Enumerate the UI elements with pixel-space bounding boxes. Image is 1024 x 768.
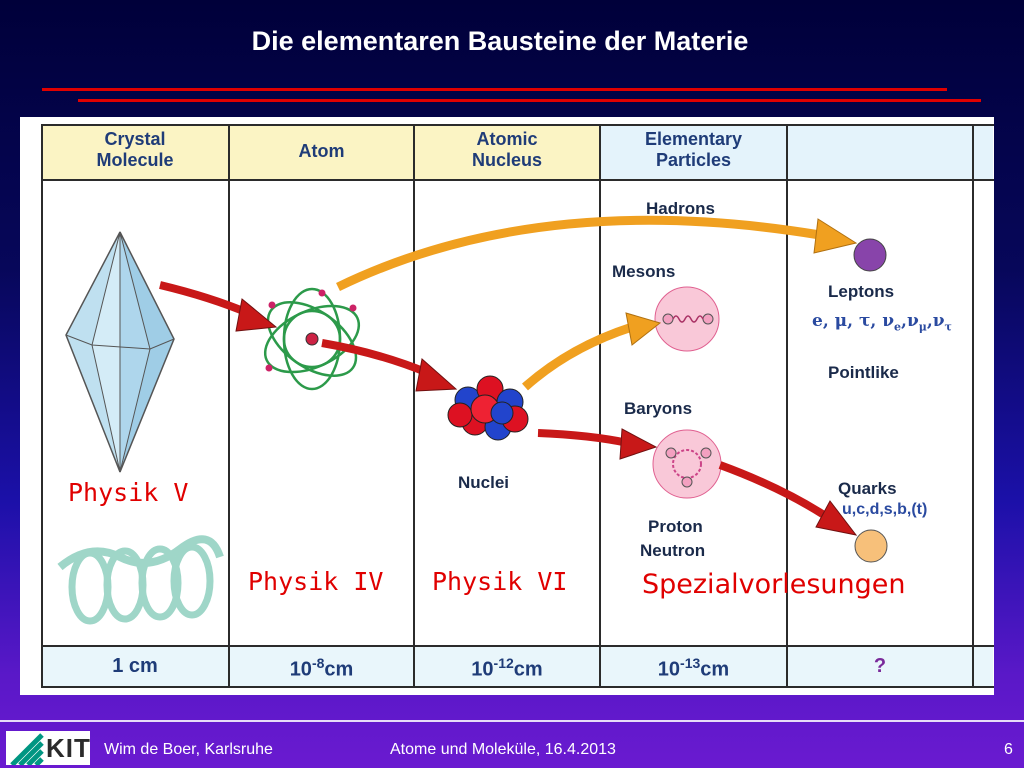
arrow-mesons <box>522 312 662 391</box>
header-atom: Atom <box>298 141 345 161</box>
grid-line <box>42 179 994 181</box>
meson-icon <box>654 286 720 352</box>
label-proton: Proton <box>648 517 703 536</box>
scale-nucleus: 10-12cm <box>471 655 543 681</box>
kit-logo-text: KIT <box>46 733 91 763</box>
label-leptons: Leptons <box>828 282 895 301</box>
grid-line <box>599 124 601 688</box>
grid-line <box>42 686 994 688</box>
kit-logo-mark-icon <box>10 733 44 765</box>
arrow-crystal-atom <box>159 281 278 332</box>
baryon-icon <box>652 429 722 499</box>
label-baryons: Baryons <box>624 399 693 418</box>
title-rule-bottom <box>78 99 981 102</box>
scale-row-background <box>42 647 993 687</box>
grid-line <box>228 124 230 688</box>
scale-elementary: 10-13cm <box>657 655 730 681</box>
scale-crystal: 1 cm <box>112 655 158 677</box>
label-hadrons: Hadrons <box>646 199 715 218</box>
crystal-icon <box>65 231 175 473</box>
grid-line <box>42 124 994 126</box>
label-nuclei: Nuclei <box>458 473 510 492</box>
label-mesons: Mesons <box>612 262 676 281</box>
label-pointlike: Pointlike <box>828 363 899 382</box>
footer-author: Wim de Boer, Karlsruhe <box>104 741 273 758</box>
arrow-hadrons <box>336 215 858 292</box>
quark-ball-icon <box>854 529 888 563</box>
label-physik-vi: Physik VI <box>432 567 568 596</box>
grid-line <box>972 124 974 688</box>
grid-line <box>786 124 788 688</box>
scale-atom: 10-8cm <box>289 655 354 681</box>
header-row-background-blue <box>600 125 993 180</box>
arrow-nucleus-baryons <box>537 428 658 460</box>
label-physik-v: Physik V <box>68 478 189 507</box>
arrow-baryons-quarks <box>718 461 858 536</box>
grid-line <box>413 124 415 688</box>
atom-icon <box>263 287 361 391</box>
helix-icon <box>57 535 224 625</box>
title-rule-top <box>42 88 947 91</box>
kit-logo: KIT <box>6 731 90 765</box>
label-spezialvorlesungen: Spezialvorlesungen <box>642 569 906 600</box>
footer-page-number: 6 <box>1004 741 1013 758</box>
footer-course: Atome und Moleküle, 16.4.2013 <box>390 741 616 758</box>
grid-line <box>41 124 43 688</box>
label-physik-iv: Physik IV <box>248 567 384 596</box>
scale-unknown: ? <box>873 655 887 677</box>
arrow-atom-nucleus <box>321 339 458 392</box>
nucleus-icon <box>447 375 529 441</box>
lepton-ball-icon <box>853 238 887 272</box>
label-quarks: Quarks <box>838 479 897 498</box>
footer-divider <box>0 720 1024 722</box>
label-lepton-list: e, μ, τ, νe,νμ,ντ <box>812 311 952 334</box>
label-quark-list: u,c,d,s,b,(t) <box>842 501 928 518</box>
label-neutron: Neutron <box>640 541 706 560</box>
slide-title: Die elementaren Bausteine der Materie <box>251 26 749 56</box>
grid-line <box>42 645 994 647</box>
diagram-illustrations <box>57 215 888 625</box>
